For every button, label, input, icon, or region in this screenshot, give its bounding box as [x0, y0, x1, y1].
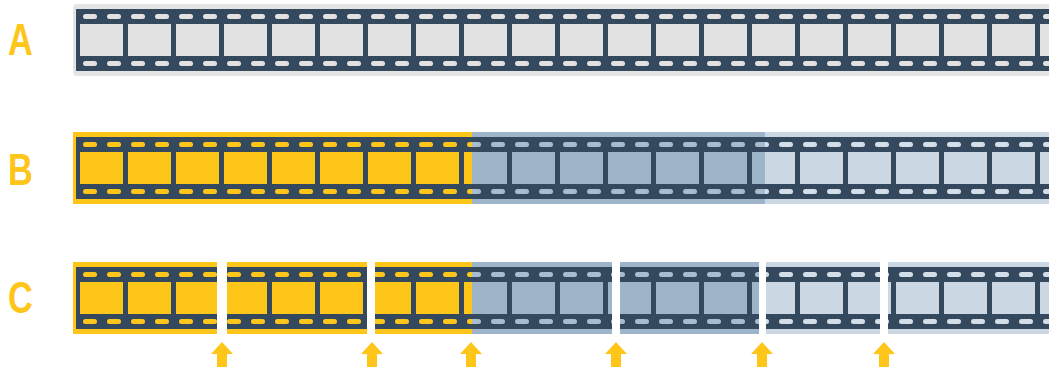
film-strip	[73, 4, 1049, 76]
row-label: A	[8, 18, 33, 62]
film-strip	[73, 260, 1049, 336]
row-label: B	[8, 148, 33, 192]
cut-arrows	[211, 342, 895, 367]
row-label: C	[8, 276, 33, 320]
film-strip	[73, 132, 1049, 204]
